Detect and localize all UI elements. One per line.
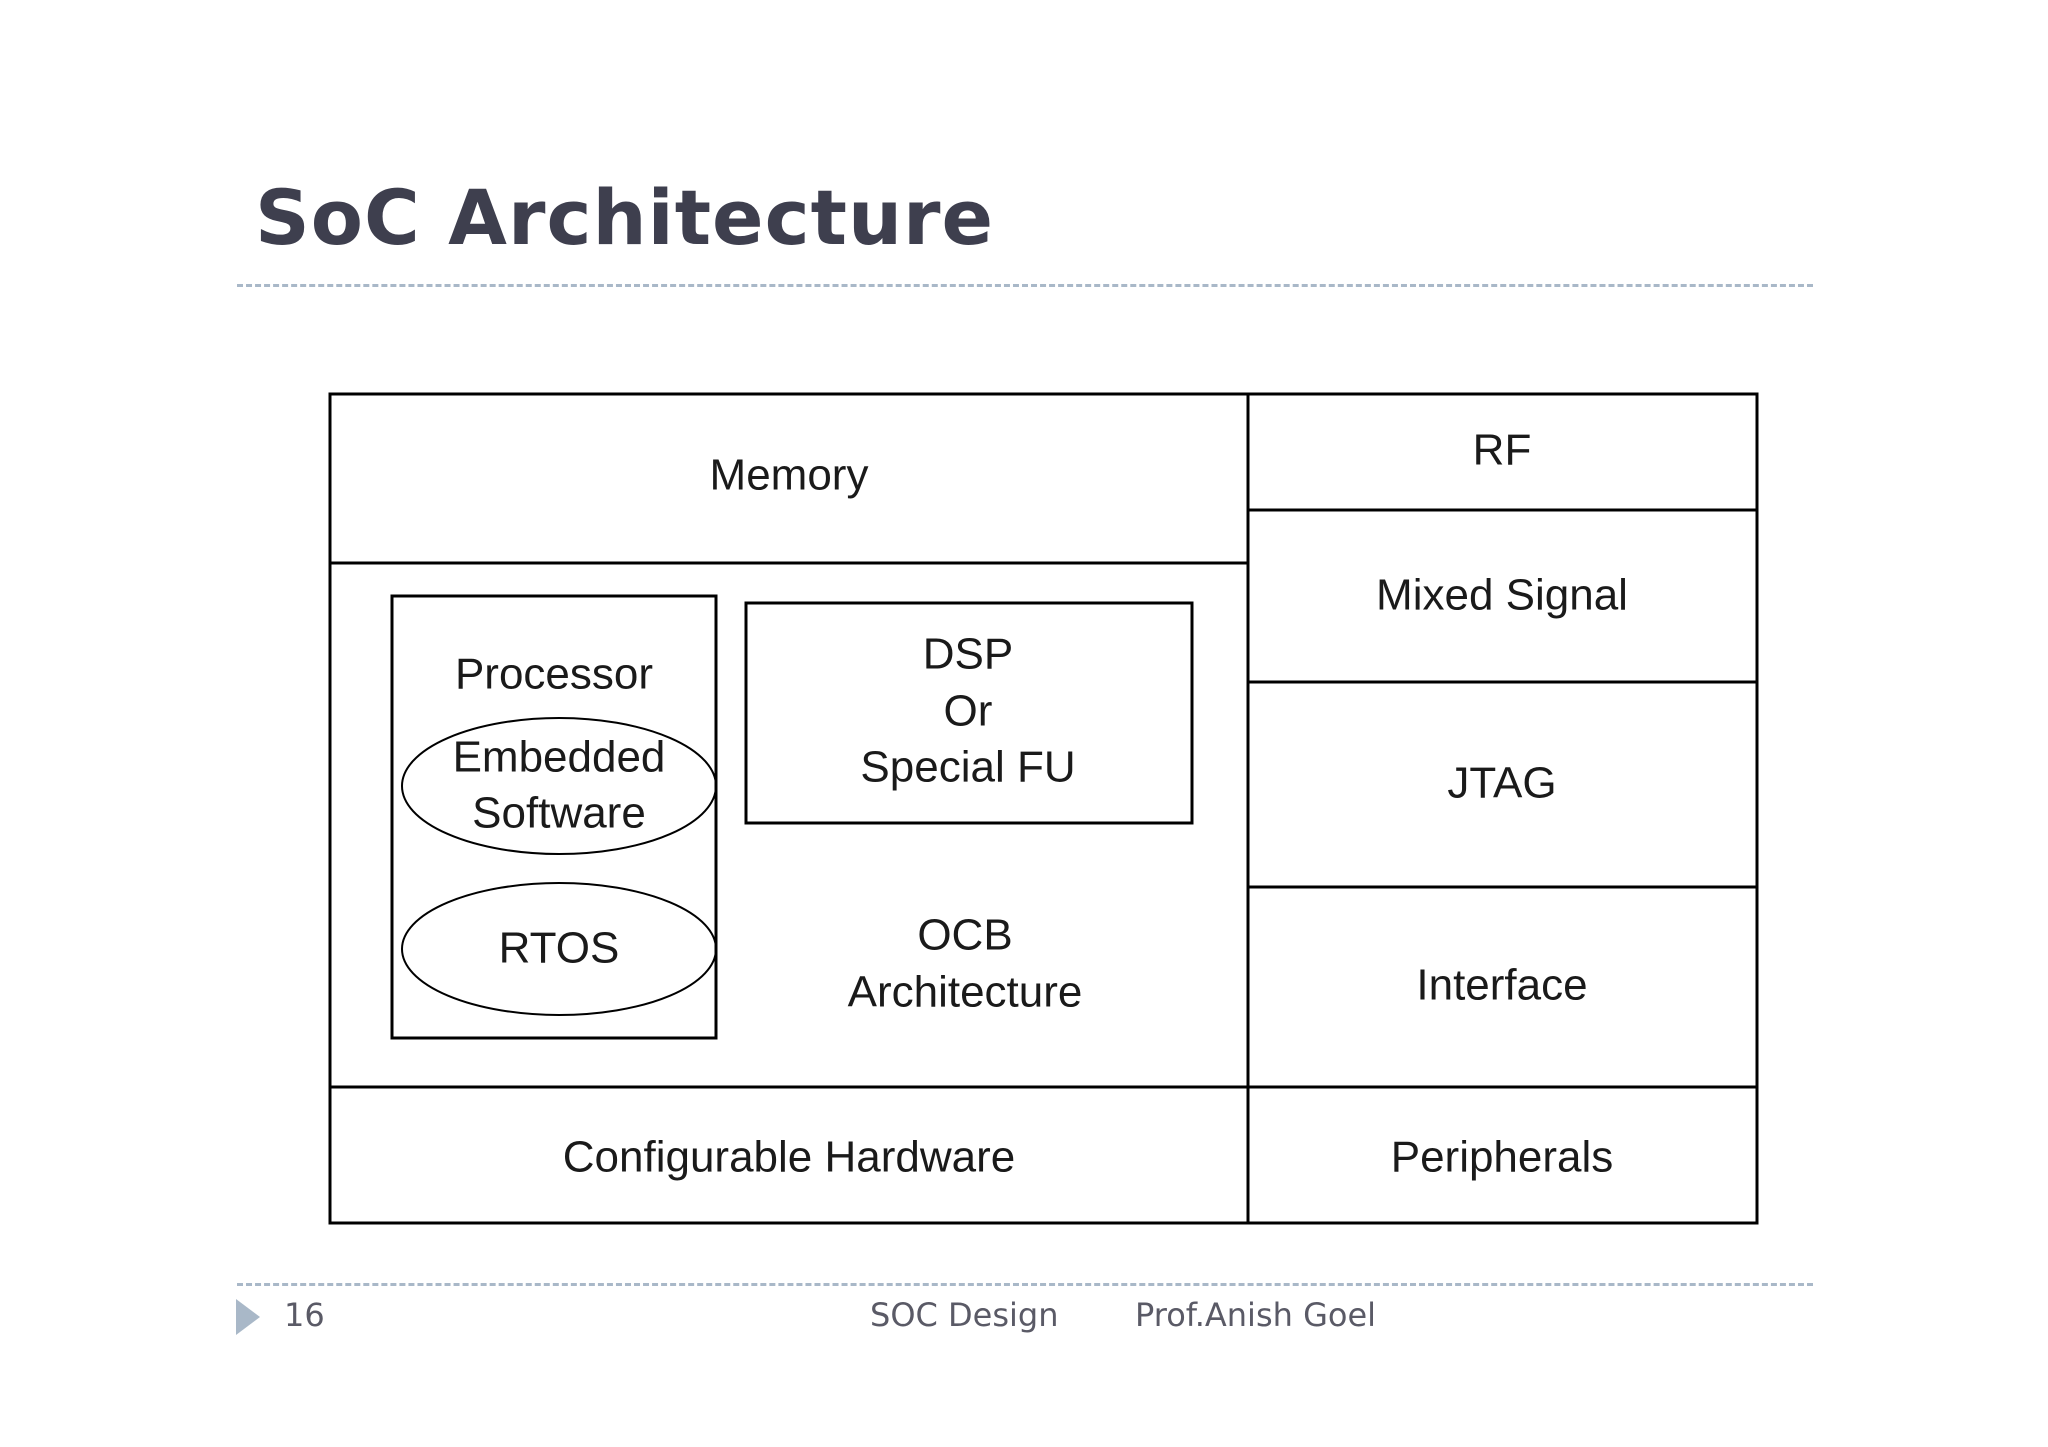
dsp-label-line3: Special FU [860,743,1075,792]
embedded-software-oval [401,717,717,855]
ocb-label-line1: OCB [917,911,1012,960]
configurable-hardware-label: Configurable Hardware [563,1133,1015,1182]
embedded-software-label-line2: Software [472,789,646,838]
processor-block [390,594,718,1040]
footer-author: Prof.Anish Goel [1135,1296,1377,1334]
title-divider [237,284,1813,287]
ocb-label-line2: Architecture [848,968,1083,1017]
page-number: 16 [284,1296,325,1334]
jtag-label: JTAG [1447,759,1556,808]
embedded-software-label-line1: Embedded [453,733,666,782]
dsp-label-line1: DSP [923,630,1013,679]
mixed-signal-label: Mixed Signal [1376,571,1628,620]
dsp-block [744,601,1194,825]
footer-course: SOC Design [870,1296,1059,1334]
interface-label: Interface [1416,961,1587,1010]
peripherals-label: Peripherals [1391,1133,1614,1182]
rtos-oval [401,882,717,1016]
memory-label: Memory [710,451,869,500]
rf-label: RF [1473,426,1532,475]
rtos-label: RTOS [499,924,620,973]
footer-divider [237,1283,1813,1286]
slide-title: SoC Architecture [255,173,995,262]
dsp-label-line2: Or [944,687,993,736]
footer-arrow-icon [236,1299,260,1335]
processor-label: Processor [455,650,653,699]
